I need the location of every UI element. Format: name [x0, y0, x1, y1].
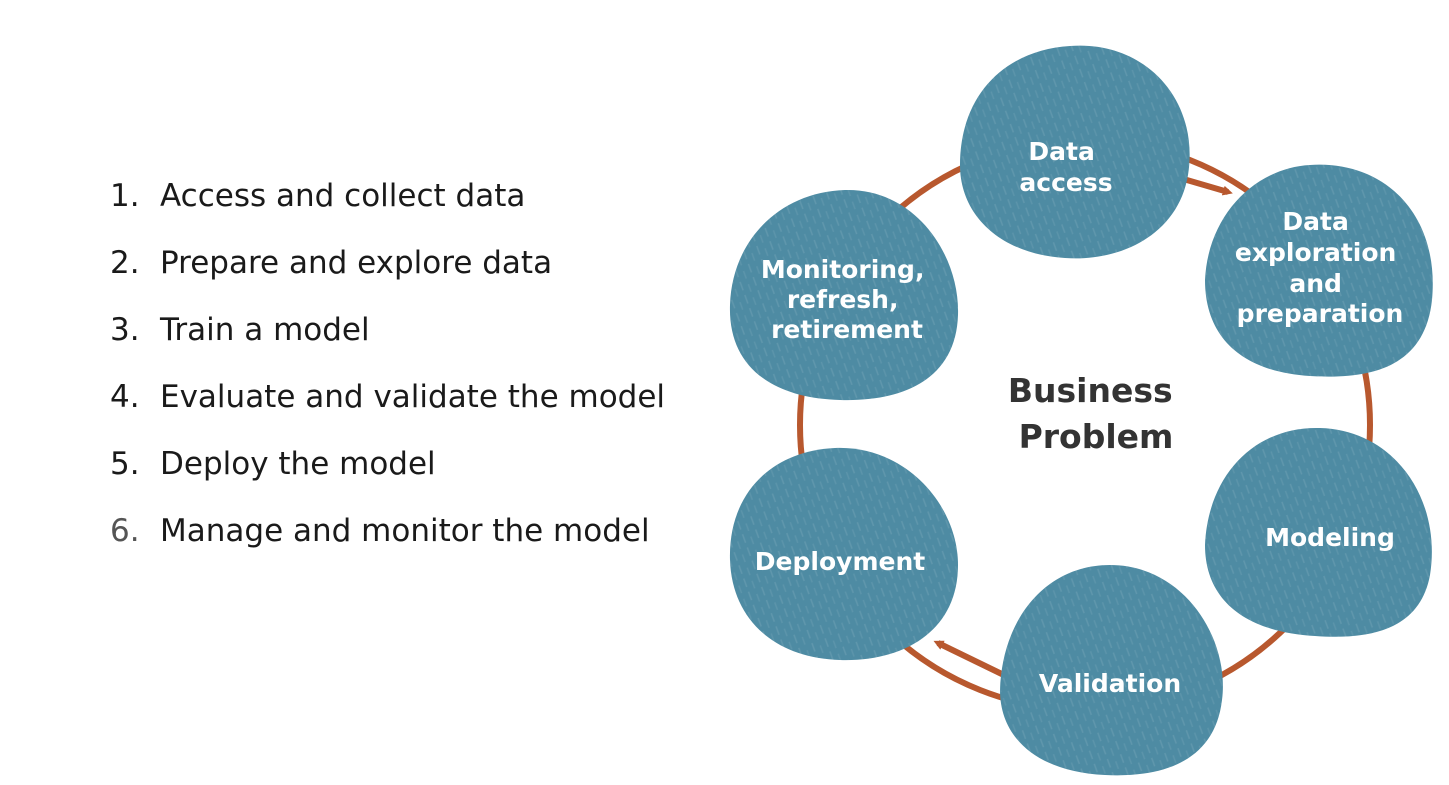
steps-list: 1. Access and collect data 2. Prepare an…: [110, 172, 665, 574]
step-number: 5.: [110, 446, 140, 482]
step-item: 5. Deploy the model: [110, 440, 665, 507]
svg-text:Monitoring, refresh,: Monitoring, refresh, retirement: [761, 255, 933, 344]
stage-label: retirement: [771, 315, 923, 344]
stage-label: refresh,: [787, 285, 899, 314]
step-label: Access and collect data: [160, 178, 526, 214]
svg-text:Data access: Data access: [1019, 137, 1112, 197]
stage-data-access: Data access: [960, 45, 1190, 259]
stage-validation: Validation: [1000, 565, 1223, 776]
step-item: 6. Manage and monitor the model: [110, 507, 665, 574]
stage-label: Validation: [1039, 669, 1181, 698]
stage-data-exploration: Data exploration and preparation: [1205, 164, 1433, 377]
center-label: Business Problem: [1008, 371, 1184, 456]
stage-deployment: Deployment: [729, 447, 958, 661]
stage-label: exploration: [1235, 238, 1396, 267]
stage-label: Deployment: [755, 547, 925, 576]
step-item: 3. Train a model: [110, 306, 665, 373]
step-number: 3.: [110, 312, 140, 348]
step-number: 4.: [110, 379, 140, 415]
step-number: 6.: [110, 513, 140, 549]
stage-modeling: Modeling: [1205, 427, 1432, 637]
step-label: Evaluate and validate the model: [160, 379, 666, 415]
step-label: Prepare and explore data: [160, 245, 553, 281]
step-item: 1. Access and collect data: [110, 172, 665, 239]
step-item: 2. Prepare and explore data: [110, 239, 665, 306]
stage-label: Data: [1282, 207, 1348, 236]
stage-label: Monitoring,: [761, 255, 925, 284]
step-number: 1.: [110, 178, 140, 214]
stage-label: access: [1019, 168, 1112, 197]
stage-label: Data: [1028, 137, 1094, 166]
svg-text:Validation: Validation: [1039, 669, 1181, 698]
cycle-arrow: [933, 640, 1012, 681]
step-label: Deploy the model: [160, 446, 436, 482]
svg-text:Modeling: Modeling: [1265, 523, 1395, 552]
step-label: Manage and monitor the model: [160, 513, 650, 549]
svg-text:Data exploration a: Data exploration and preparation: [1235, 207, 1405, 328]
stage-label: Modeling: [1265, 523, 1395, 552]
center-label-line: Problem: [1019, 417, 1174, 456]
center-label-line: Business: [1008, 371, 1173, 410]
step-item: 4. Evaluate and validate the model: [110, 373, 665, 440]
cycle-arrow: [1179, 175, 1233, 196]
stage-monitoring: Monitoring, refresh, retirement: [729, 189, 959, 401]
step-label: Train a model: [160, 312, 370, 348]
stage-label: and: [1289, 269, 1342, 298]
step-number: 2.: [110, 245, 140, 281]
svg-text:Business Problem: Business Problem: [1008, 371, 1184, 456]
svg-text:Deployment: Deployment: [755, 547, 925, 576]
stage-label: preparation: [1237, 299, 1404, 328]
